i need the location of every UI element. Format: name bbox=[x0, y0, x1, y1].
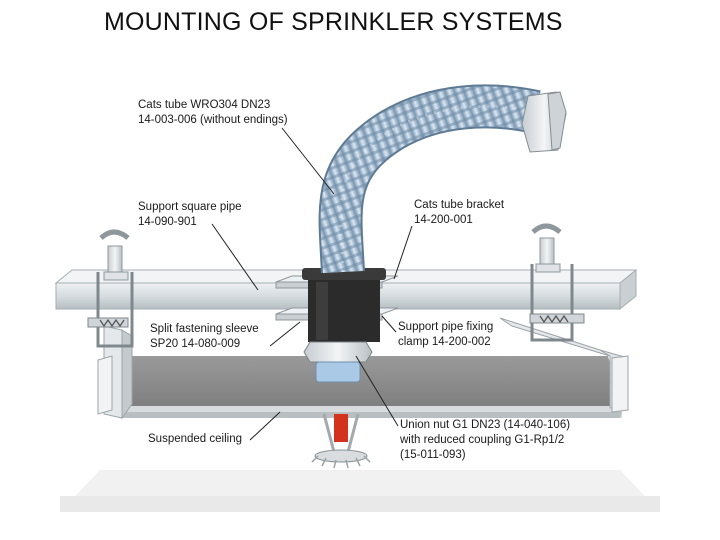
label-line: Support square pipe bbox=[138, 201, 242, 213]
page-title: MOUNTING OF SPRINKLER SYSTEMS bbox=[104, 8, 563, 36]
callout-lines bbox=[211, 127, 413, 441]
label-split-fastening-sleeve: Split fastening sleeve SP20 14-080-009 bbox=[150, 322, 259, 352]
ceiling-reflection bbox=[60, 470, 660, 512]
split-fastening-sleeve bbox=[302, 268, 386, 342]
label-line: Cats tube bracket bbox=[414, 199, 505, 211]
label-line: Support pipe fixing bbox=[398, 321, 494, 333]
label-line: Suspended ceiling bbox=[148, 433, 242, 445]
right-support-clamp bbox=[529, 223, 585, 342]
left-ceiling-rail bbox=[97, 325, 133, 420]
right-ceiling-rail bbox=[499, 317, 629, 413]
label-line: with reduced coupling G1-Rp1/2 bbox=[400, 434, 565, 446]
label-line: 14-003-006 (without endings) bbox=[138, 114, 288, 126]
label-line: Cats tube WRO304 DN23 bbox=[138, 99, 271, 111]
label-line: Split fastening sleeve bbox=[150, 323, 259, 335]
label-line: 14-090-901 bbox=[138, 216, 197, 228]
label-support-pipe-clamp: Support pipe fixing clamp 14-200-002 bbox=[398, 320, 493, 350]
label-line: 14-200-001 bbox=[414, 214, 473, 226]
label-line: (15-011-093) bbox=[400, 449, 466, 461]
suspended-ceiling-panel bbox=[118, 356, 622, 418]
union-nut-coupling bbox=[303, 341, 373, 383]
label-line: Union nut G1 DN23 (14-040-106) bbox=[400, 419, 571, 431]
label-union-nut: Union nut G1 DN23 (14-040-106) with redu… bbox=[400, 418, 570, 463]
label-support-square-pipe: Support square pipe 14-090-901 bbox=[138, 200, 242, 230]
label-line: clamp 14-200-002 bbox=[398, 336, 491, 348]
label-cats-tube-bracket: Cats tube bracket 14-200-001 bbox=[414, 198, 504, 228]
label-cats-tube: Cats tube WRO304 DN23 14-003-006 (withou… bbox=[138, 98, 288, 128]
left-support-clamp bbox=[87, 229, 134, 348]
cats-tube bbox=[318, 84, 567, 274]
sprinkler-head bbox=[311, 413, 371, 469]
label-suspended-ceiling: Suspended ceiling bbox=[148, 432, 242, 447]
label-line: SP20 14-080-009 bbox=[150, 338, 241, 350]
